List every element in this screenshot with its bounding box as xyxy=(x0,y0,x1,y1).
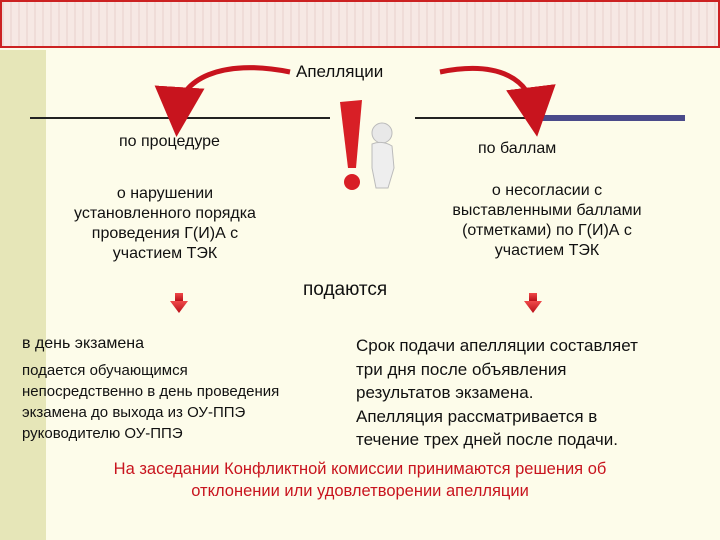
right-branch-description: о несогласии с выставленными баллами (от… xyxy=(412,181,682,261)
footer-line: отклонении или удовлетворении апелляции xyxy=(191,482,529,500)
right-curved-arrow xyxy=(439,66,556,137)
diagram-title: Апелляции xyxy=(296,62,384,81)
left-desc-line: установленного порядка xyxy=(74,205,256,222)
right-details-line: Срок подачи апелляции составляет xyxy=(356,336,638,355)
right-desc-line: о несогласии с xyxy=(491,182,603,199)
right-details-line: течение трех дней после подачи. xyxy=(356,430,619,449)
left-down-arrow-icon xyxy=(170,293,188,313)
right-desc-line: участием ТЭК xyxy=(494,242,600,259)
right-desc-line: (отметками) по Г(И)А с xyxy=(462,222,632,239)
footer-note: На заседании Конфликтной комиссии приним… xyxy=(20,458,700,502)
left-branch-description: о нарушении установленного порядка прове… xyxy=(30,184,300,264)
right-details-line: результатов экзамена. xyxy=(356,383,534,402)
left-details-line: экзамена до выхода из ОУ-ППЭ xyxy=(22,404,246,421)
right-down-arrow-icon xyxy=(524,293,542,313)
left-branch-label: по процедуре xyxy=(119,133,220,150)
center-label: подаются xyxy=(303,279,388,300)
right-details-line: три дня после объявления xyxy=(356,359,567,379)
right-branch-label: по баллам xyxy=(478,140,557,157)
left-details-line: подается обучающимся xyxy=(22,362,188,379)
header-banner xyxy=(0,0,720,48)
left-desc-line: участием ТЭК xyxy=(112,245,218,262)
right-details: Срок подачи апелляции составляет три дня… xyxy=(356,334,638,452)
left-details: подается обучающимся непосредственно в д… xyxy=(22,360,279,444)
left-desc-line: о нарушении xyxy=(116,185,214,202)
left-curved-arrow xyxy=(154,65,291,137)
footer-line: На заседании Конфликтной комиссии приним… xyxy=(113,460,607,478)
right-details-line: Апелляция рассматривается в xyxy=(356,406,598,426)
left-desc-line: проведения Г(И)А с xyxy=(91,225,239,242)
left-details-line: руководителю ОУ-ППЭ xyxy=(22,425,183,442)
left-sidebar-strip xyxy=(0,50,46,540)
left-details-heading: в день экзамена xyxy=(22,335,145,352)
exclamation-figure-icon xyxy=(340,100,395,190)
left-details-line: непосредственно в день проведения xyxy=(22,383,280,400)
right-desc-line: выставленными баллами xyxy=(452,202,642,219)
